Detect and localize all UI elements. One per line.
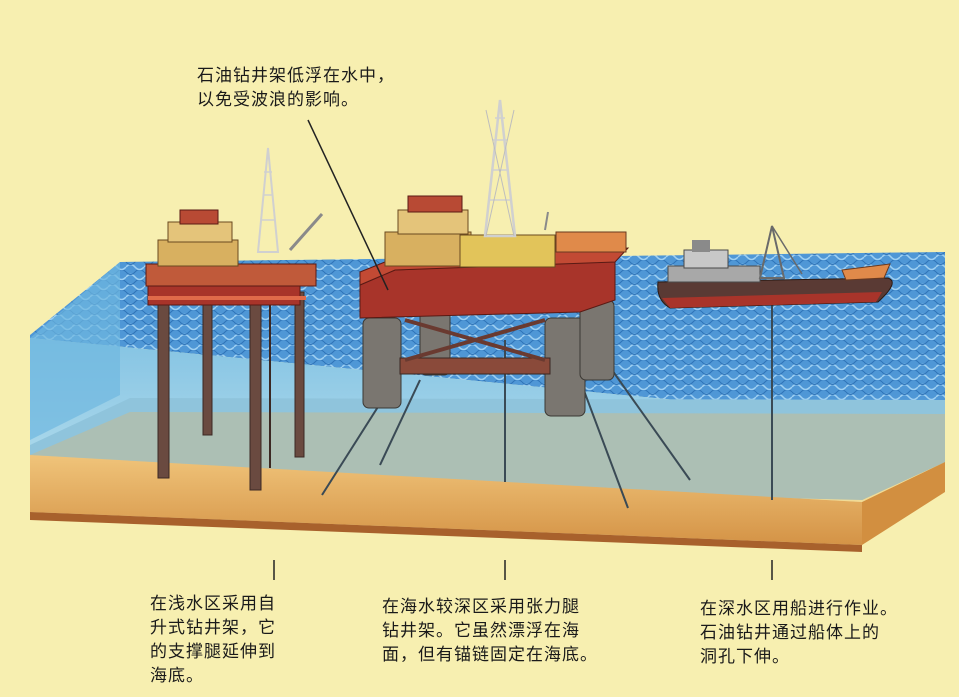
drill-ship xyxy=(657,225,893,500)
annotation-deep-water: 在深水区用船进行作业。 石油钻井通过船体上的 洞孔下伸。 xyxy=(700,599,898,667)
annotation-top: 石油钻井架低浮在水中， 以免受波浪的影响。 xyxy=(197,66,395,110)
pointer-line-top xyxy=(307,119,389,291)
tension-leg-platform xyxy=(321,99,691,509)
seabed-base xyxy=(30,512,862,552)
seabed-front xyxy=(30,455,862,545)
water-deep-shade xyxy=(30,262,120,440)
annotation-shallow-water: 在浅水区采用自 升式钻井架，它 的支撑腿延伸到 海底。 xyxy=(150,594,276,686)
annotation-medium-depth: 在海水较深区采用张力腿 钻井架。它虽然漂浮在海 面，但有锚链固定在海底。 xyxy=(382,597,598,665)
jack-up-rig xyxy=(145,147,324,491)
seabed-side xyxy=(862,462,945,545)
